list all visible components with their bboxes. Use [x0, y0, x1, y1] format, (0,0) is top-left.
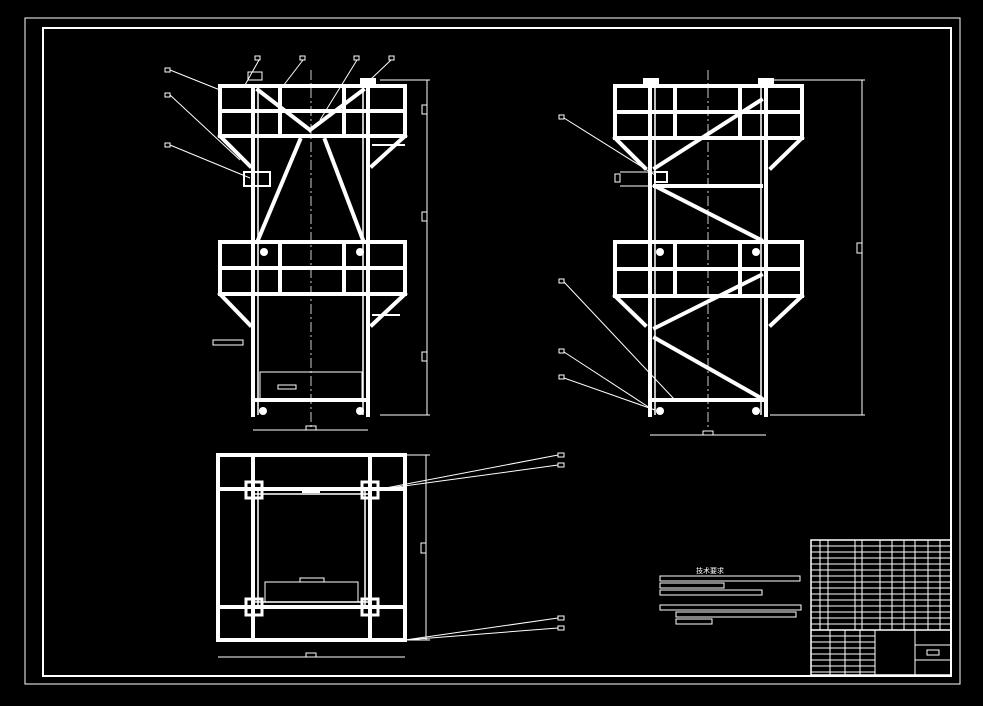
title-block: [810, 539, 952, 676]
outer-border: [24, 17, 961, 685]
technical-requirements: 技术要求: [659, 566, 802, 625]
technical-requirements-heading: 技术要求: [696, 566, 724, 575]
front-view: [164, 55, 430, 431]
inner-border: [42, 27, 952, 677]
side-view: [558, 70, 865, 436]
top-view: [216, 452, 565, 658]
